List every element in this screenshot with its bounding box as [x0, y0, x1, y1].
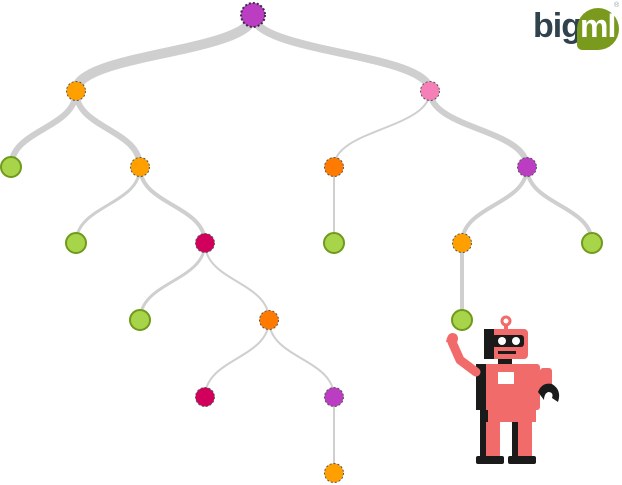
tree-edge-root-n1 [71, 10, 258, 96]
robot-body [476, 364, 540, 410]
robot-chest-panel [498, 372, 514, 384]
tree-leaf-n11[interactable] [581, 232, 603, 254]
robot-antenna-stem [504, 324, 508, 330]
tree-split-node-n10[interactable] [452, 233, 472, 253]
bigml-logo: big ml ® [530, 2, 622, 52]
tree-split-node-n17[interactable] [324, 463, 344, 483]
robot-mascot-icon [446, 315, 560, 464]
tree-split-node-n6[interactable] [517, 157, 537, 177]
tree-edges [8, 10, 594, 474]
robot-eye-left [498, 337, 506, 345]
robot-leg-left-shadow [480, 422, 486, 458]
tree-leaf-n9[interactable] [323, 232, 345, 254]
logo-text-ml: ml [580, 8, 616, 44]
tree-edge-n13-n15 [204, 319, 270, 398]
tree-nodes [0, 2, 603, 483]
tree-edge-n4-n8 [138, 165, 207, 245]
tree-edge-n8-n14 [138, 241, 207, 322]
tree-edge-n2-n5 [333, 90, 431, 168]
robot-arm-left [447, 337, 481, 377]
robot-hips-shadow [480, 410, 488, 422]
tree-edge-n8-n13 [204, 242, 270, 321]
tree-leaf-n14[interactable] [129, 309, 151, 331]
robot-claw-right [538, 383, 560, 402]
robot-foot-right [508, 456, 536, 464]
tree-leaf-n12[interactable] [451, 309, 473, 331]
tree-edge-n2-n6 [427, 88, 530, 170]
logo-text-big: big [533, 7, 582, 45]
tree-edge-root-n2 [249, 11, 434, 95]
robot-mouth [498, 351, 516, 354]
tree-split-node-n16[interactable] [324, 387, 344, 407]
tree-edge-n1-n3 [8, 88, 79, 170]
robot-neck [498, 359, 512, 365]
tree-edge-n6-n10 [460, 165, 529, 245]
tree-split-node-root[interactable] [240, 2, 266, 28]
tree-leaf-n3[interactable] [0, 156, 22, 178]
tree-split-node-n1[interactable] [66, 81, 86, 101]
tree-edge-n6-n11 [525, 165, 594, 245]
robot-antenna-icon [500, 315, 512, 327]
logo-registered-mark: ® [614, 2, 620, 9]
robot-eye-right [512, 337, 520, 345]
tree-edge-n1-n4 [73, 88, 143, 170]
robot-leg-right-shadow [512, 422, 518, 458]
robot-head-shadow [484, 329, 494, 359]
tree-split-node-n15[interactable] [195, 387, 215, 407]
logo-bubble [577, 8, 619, 50]
tree-split-node-n13[interactable] [259, 310, 279, 330]
robot-hips [480, 410, 536, 422]
robot-foot-left [476, 456, 504, 464]
tree-split-node-n4[interactable] [130, 157, 150, 177]
tree-split-node-n5[interactable] [324, 157, 344, 177]
robot-hand-left [446, 333, 458, 344]
tree-leaf-n7[interactable] [65, 232, 87, 254]
tree-edge-n13-n16 [268, 319, 335, 398]
tree-edge-n4-n7 [74, 165, 142, 245]
robot-body-shadow [476, 364, 486, 410]
tree-split-node-n2[interactable] [420, 81, 440, 101]
tree-split-node-n8[interactable] [195, 233, 215, 253]
